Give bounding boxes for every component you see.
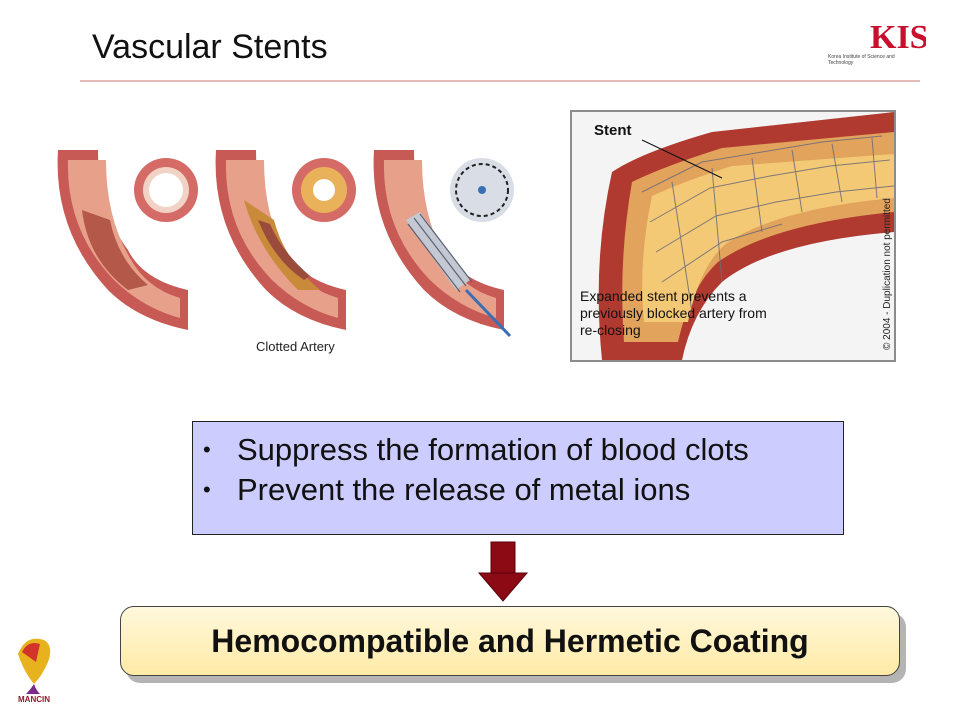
stent-description: Expanded stent prevents a previously blo…: [580, 288, 767, 338]
bullet-text: Suppress the formation of blood clots: [237, 432, 749, 467]
bullet-list-box: • Suppress the formation of blood clots …: [192, 421, 844, 535]
copyright-notice: © 2004 - Duplication not permitted: [882, 198, 893, 350]
bullet-item: • Prevent the release of metal ions: [203, 472, 843, 508]
artery-clotted-image: [215, 150, 356, 330]
title-divider: [80, 80, 920, 82]
bullet-dot-icon: •: [203, 477, 211, 502]
artery-illustrations: [57, 150, 514, 338]
artery-stent-balloon-image: [373, 150, 514, 338]
stent-label: Stent: [594, 122, 632, 139]
stent-illustration-image: [598, 112, 894, 360]
clotted-artery-caption: Clotted Artery: [256, 339, 335, 354]
copyright-text: © 2004 - Duplication not permitted: [882, 198, 893, 350]
logo-subtitle: Korea Institute of Science and Technolog…: [828, 54, 895, 66]
slide-title: Vascular Stents: [92, 28, 328, 66]
mascot-text: MANCIN: [18, 695, 50, 704]
banner-text: Hemocompatible and Hermetic Coating: [211, 622, 809, 659]
artery-healthy-image: [57, 150, 198, 330]
down-arrow-icon: [477, 541, 529, 602]
bullet-item: • Suppress the formation of blood clots: [203, 432, 843, 468]
kist-logo: KIST: [870, 19, 926, 56]
bullet-dot-icon: •: [203, 437, 211, 462]
mascot-logo: MANCIN: [18, 638, 51, 704]
logo-wordmark: KIST: [870, 19, 926, 56]
bullet-text: Prevent the release of metal ions: [237, 472, 691, 507]
conclusion-banner: Hemocompatible and Hermetic Coating: [120, 606, 900, 676]
stent-diagram: Stent Expanded stent prevents a previous…: [570, 110, 896, 362]
